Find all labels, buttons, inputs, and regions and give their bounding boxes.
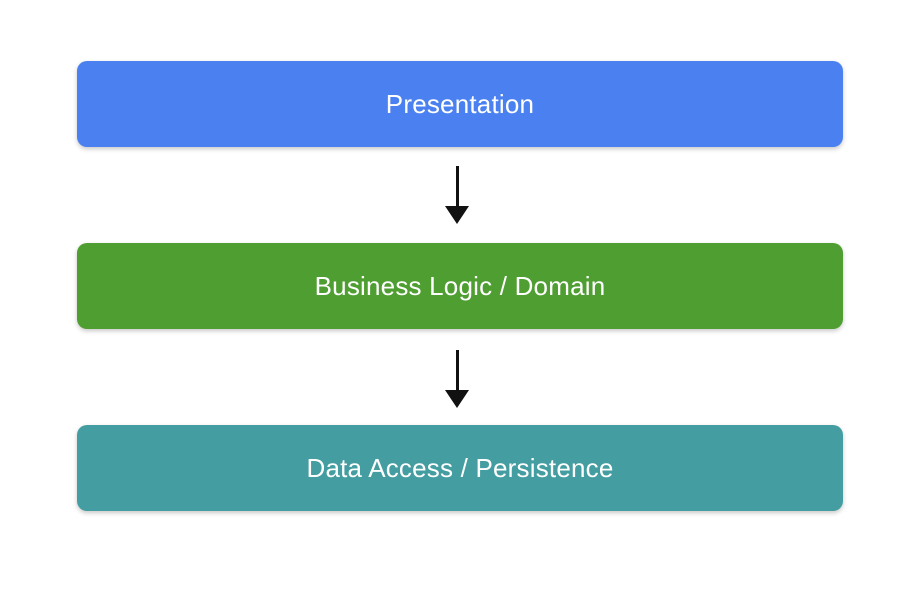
layer-business-logic-label: Business Logic / Domain: [314, 270, 606, 301]
arrow-line: [455, 166, 459, 206]
arrow-head-icon: [445, 206, 469, 224]
layer-data-access-box: Data Access / Persistence: [77, 425, 843, 511]
layer-data-access-label: Data Access / Persistence: [306, 452, 614, 483]
arrow-presentation-to-business-icon: [444, 166, 470, 224]
arrow-business-to-data-icon: [444, 350, 470, 408]
layer-presentation-label: Presentation: [385, 88, 535, 119]
layer-presentation-box: Presentation: [77, 61, 843, 147]
arrow-line: [455, 350, 459, 390]
layer-business-logic-box: Business Logic / Domain: [77, 243, 843, 329]
arrow-head-icon: [445, 390, 469, 408]
